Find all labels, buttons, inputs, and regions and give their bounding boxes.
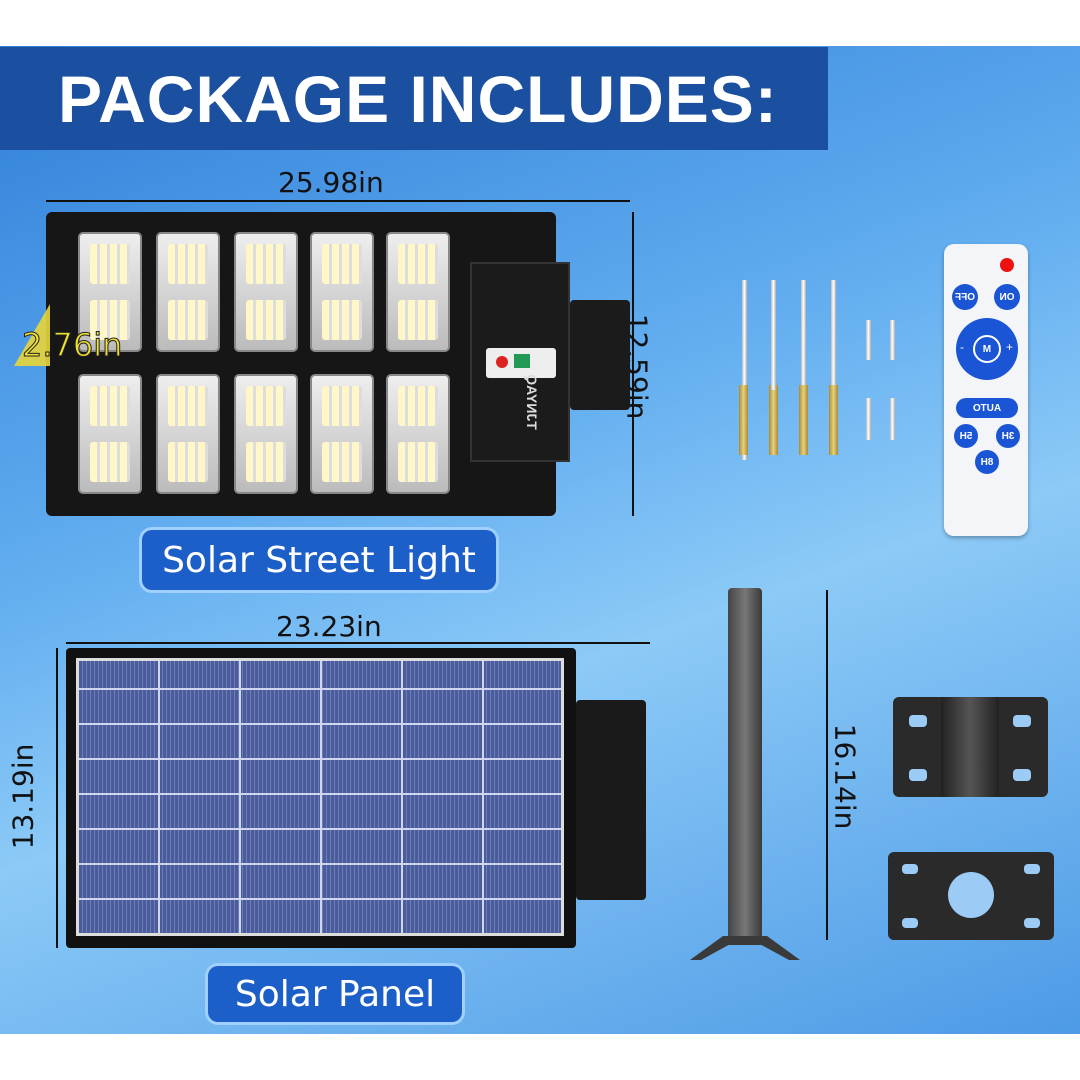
remote-m-button: M: [973, 335, 1001, 363]
street-light-label: Solar Street Light: [142, 530, 496, 590]
remote-off-button: OFF: [952, 284, 978, 310]
light-width-label: 25.98in: [278, 166, 384, 199]
solar-panel: [66, 648, 576, 948]
panel-height-label: 13.19in: [6, 743, 40, 850]
bolt: [742, 280, 747, 460]
remote-8h-button: 8H: [975, 450, 999, 474]
solar-panel-label: Solar Panel: [208, 966, 462, 1022]
remote-control: OFF ON M - + AUTO 5H 3H 8H: [944, 244, 1028, 536]
brand-logo: TJNYAQ: [523, 374, 540, 430]
light-depth-label: 2.76in: [21, 326, 123, 365]
pole-height-label: 16.14in: [828, 723, 862, 830]
panel-mount: [576, 700, 646, 900]
light-mount: [570, 300, 630, 410]
screw: [866, 320, 871, 360]
pole-clamp-bracket: [893, 697, 1048, 797]
remote-auto-button: AUTO: [956, 398, 1018, 418]
remote-on-button: ON: [994, 284, 1020, 310]
mounting-pole: [728, 588, 762, 938]
remote-5h-button: 5H: [954, 424, 978, 448]
base-plate-bracket: [888, 852, 1054, 940]
page-title: PACKAGE INCLUDES:: [0, 47, 828, 150]
control-box: TJNYAQ: [470, 262, 570, 462]
remote-3h-button: 3H: [996, 424, 1020, 448]
depth-indicator: [14, 304, 50, 366]
width-dimension-line: [46, 200, 630, 202]
panel-height-line: [56, 648, 58, 948]
panel-width-label: 23.23in: [276, 610, 382, 643]
panel-width-line: [66, 642, 650, 644]
remote-minus: -: [960, 340, 964, 354]
pole-height-line: [826, 590, 828, 940]
remote-plus: +: [1006, 340, 1014, 354]
height-dimension-line: [632, 212, 634, 516]
